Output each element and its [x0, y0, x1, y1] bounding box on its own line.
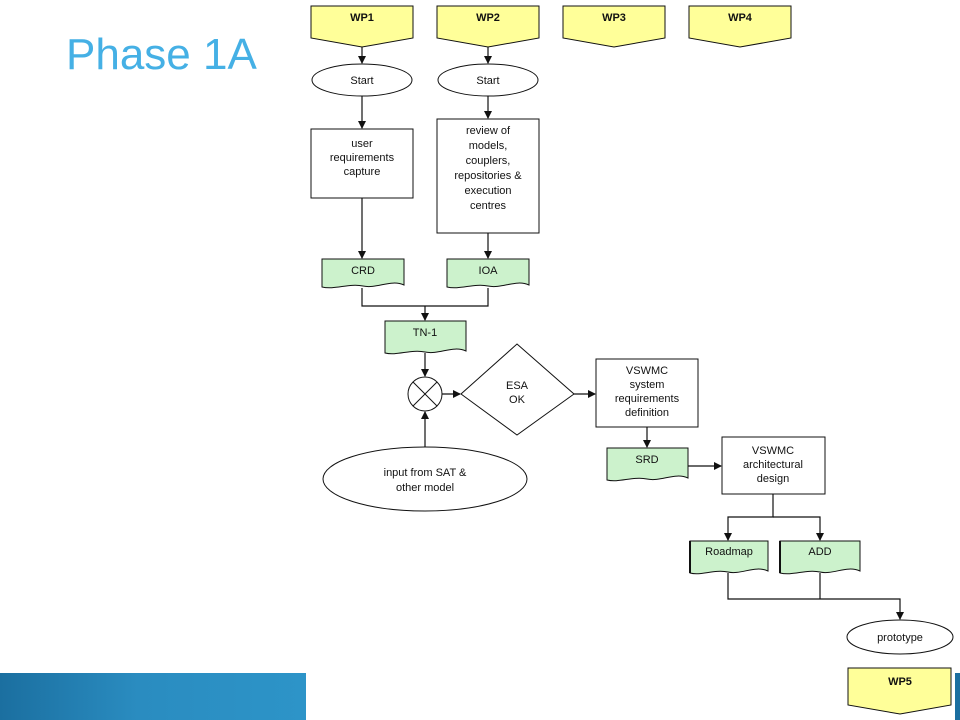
start-label-2: Start	[476, 75, 499, 87]
review-line-3: couplers,	[466, 155, 511, 167]
decision-line-2: OK	[509, 394, 526, 406]
wp2-connector: WP2	[436, 5, 540, 48]
user-req-line-3: capture	[344, 166, 381, 178]
archdesign-to-add-line	[773, 516, 824, 541]
start-terminal-1: Start	[311, 63, 413, 97]
review-line-1: review of	[466, 125, 511, 137]
review-line-6: centres	[470, 200, 507, 212]
wp3-label: WP3	[602, 12, 626, 24]
wp5-label: WP5	[888, 676, 912, 688]
tn1-label: TN-1	[413, 327, 437, 339]
crd-label: CRD	[351, 265, 375, 277]
ioa-label: IOA	[479, 265, 499, 277]
review-line-2: models,	[469, 140, 508, 152]
prototype-label: prototype	[877, 632, 923, 644]
archdesign-to-roadmap-line	[724, 494, 774, 541]
sysreq-line-2: system	[630, 379, 665, 391]
esa-ok-decision: ESA OK	[460, 343, 575, 436]
architectural-design-process: VSWMC architectural design	[721, 436, 826, 495]
connectors	[358, 47, 904, 620]
wp4-label: WP4	[728, 12, 753, 24]
wp3-connector: WP3	[562, 5, 666, 48]
review-process: review of models, couplers, repositories…	[436, 118, 540, 234]
roadmap-document: Roadmap	[689, 540, 769, 575]
srd-label: SRD	[635, 454, 658, 466]
ioa-document: IOA	[446, 258, 530, 289]
srd-document: SRD	[606, 447, 689, 482]
user-req-line-1: user	[351, 138, 373, 150]
review-line-5: execution	[464, 185, 511, 197]
add-label: ADD	[808, 546, 831, 558]
input-line-1: input from SAT &	[384, 467, 467, 479]
slide-title: Phase 1A	[66, 30, 257, 79]
start-terminal-2: Start	[437, 63, 539, 97]
add-document: ADD	[779, 540, 861, 575]
crd-ioa-merge-line	[361, 288, 489, 307]
docs-to-prototype-line	[727, 573, 904, 620]
tn1-document: TN-1	[384, 320, 467, 355]
decision-line-1: ESA	[506, 380, 529, 392]
footer-band	[0, 673, 306, 720]
archdesign-line-3: design	[757, 473, 789, 485]
roadmap-label: Roadmap	[705, 546, 753, 558]
wp1-connector: WP1	[310, 5, 414, 48]
sysreq-line-3: requirements	[615, 393, 680, 405]
user-requirements-process: user requirements capture	[310, 128, 414, 199]
footer-accent	[955, 673, 960, 720]
sysreq-line-1: VSWMC	[626, 365, 668, 377]
wp4-connector: WP4	[688, 5, 792, 48]
wp1-label: WP1	[350, 12, 374, 24]
input-line-2: other model	[396, 482, 454, 494]
wp2-label: WP2	[476, 12, 500, 24]
archdesign-line-1: VSWMC	[752, 445, 794, 457]
start-label-1: Start	[350, 75, 373, 87]
archdesign-line-2: architectural	[743, 459, 803, 471]
sysreq-line-4: definition	[625, 407, 669, 419]
prototype-terminal: prototype	[846, 619, 954, 655]
crd-document: CRD	[321, 258, 405, 289]
summing-junction	[407, 376, 443, 412]
review-line-4: repositories &	[454, 170, 522, 182]
input-terminal: input from SAT & other model	[322, 446, 528, 512]
wp5-connector: WP5	[847, 667, 952, 715]
system-requirements-process: VSWMC system requirements definition	[595, 358, 699, 428]
user-req-line-2: requirements	[330, 152, 395, 164]
